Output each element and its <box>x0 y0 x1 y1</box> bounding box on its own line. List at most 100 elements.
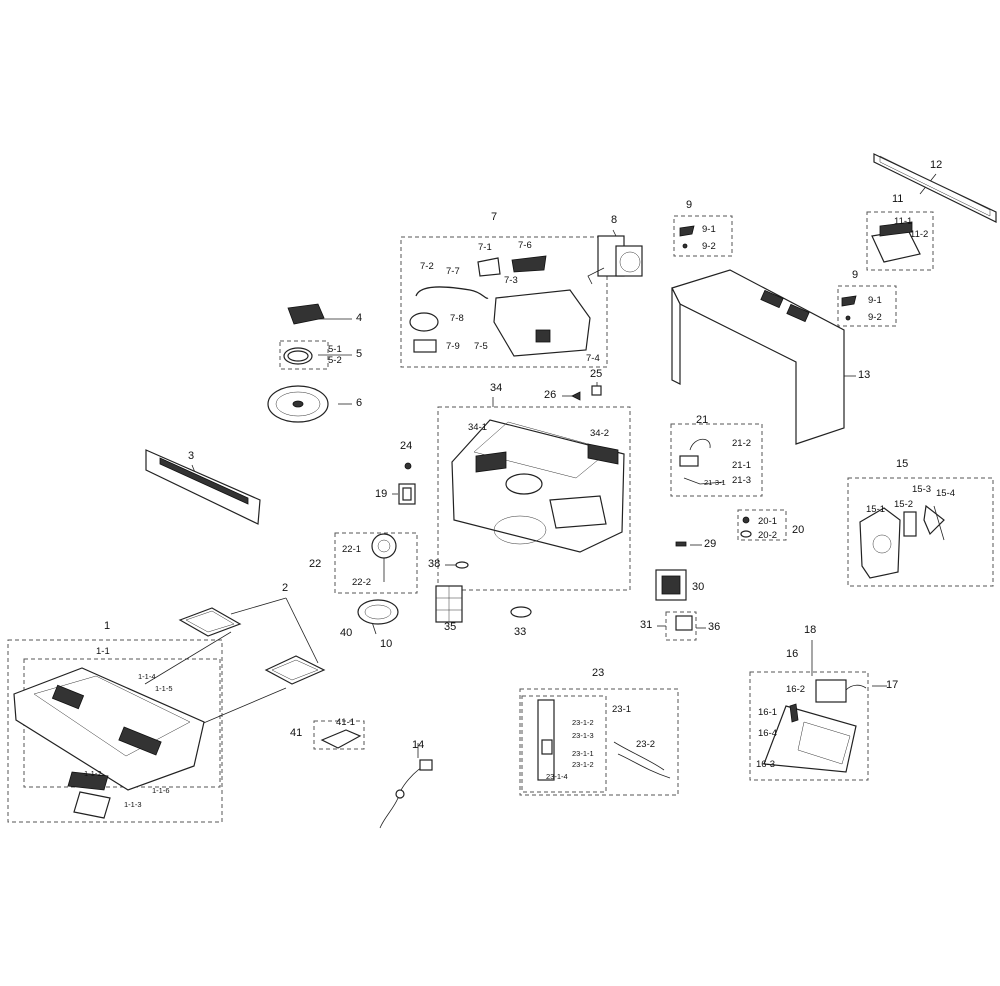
callout-7-4: 7-4 <box>586 353 600 364</box>
vent-duct-assembly <box>409 255 591 357</box>
callout-1: 1 <box>104 620 111 632</box>
callout-22-1: 22-1 <box>342 544 362 555</box>
callout-41-1: 41-1 <box>336 717 356 728</box>
callout-6: 6 <box>356 397 363 409</box>
callout-5: 5 <box>356 348 363 360</box>
callout-7-3: 7-3 <box>504 275 518 286</box>
callout-21: 21 <box>696 414 709 426</box>
callout-16-4: 16-4 <box>758 728 778 739</box>
callout-15-4: 15-4 <box>936 488 956 499</box>
callout-10: 10 <box>380 638 393 650</box>
door-switch-assembly <box>537 699 671 781</box>
callout-22: 22 <box>309 558 322 570</box>
callout-1-1-3: 1-1-3 <box>124 800 142 809</box>
filter-panels <box>178 607 326 685</box>
stirrer-assembly <box>357 533 399 625</box>
switch-pieces <box>679 225 857 321</box>
callout-13: 13 <box>858 369 871 381</box>
leader-lines <box>144 173 937 758</box>
small-parts <box>398 385 602 623</box>
callout-17: 17 <box>886 679 899 691</box>
callout-7-1: 7-1 <box>478 242 492 253</box>
callout-1-1-4: 1-1-4 <box>138 672 156 681</box>
callout-26: 26 <box>544 389 557 401</box>
callout-34-1: 34-1 <box>468 422 488 433</box>
callout-12: 12 <box>930 159 943 171</box>
callout-11: 11 <box>892 193 904 205</box>
door-strip <box>145 449 261 525</box>
callout-14: 14 <box>412 739 425 751</box>
power-cord <box>379 759 433 829</box>
callout-15-1: 15-1 <box>866 504 886 515</box>
callout-15-3: 15-3 <box>912 484 932 495</box>
callout-3: 3 <box>188 450 195 462</box>
callout-20: 20 <box>792 524 805 536</box>
callout-21-3: 21-3 <box>732 475 752 486</box>
callout-23-1-2b: 23-1-2 <box>572 760 594 769</box>
control-board-parts <box>763 679 867 773</box>
callout-4: 4 <box>356 312 363 324</box>
callout-16: 16 <box>786 648 799 660</box>
callout-15: 15 <box>896 458 909 470</box>
callout-8: 8 <box>611 214 618 226</box>
callout-34-2: 34-2 <box>590 428 610 439</box>
callout-11-2: 11-2 <box>910 229 929 240</box>
cavity-frame <box>451 419 625 553</box>
callout-9b: 9 <box>852 269 859 281</box>
callout-20-2: 20-2 <box>758 530 778 541</box>
callout-21-2: 21-2 <box>732 438 752 449</box>
callout-16-2: 16-2 <box>786 684 806 695</box>
callout-40: 40 <box>340 627 353 639</box>
callout-29: 29 <box>704 538 717 550</box>
callout-23-1-3: 23-1-3 <box>572 731 594 740</box>
callout-7: 7 <box>491 211 498 223</box>
transformer-parts <box>655 569 693 631</box>
callout-7-9: 7-9 <box>446 341 460 352</box>
top-cover-parts <box>671 153 997 445</box>
callout-11-1: 11-1 <box>894 216 913 227</box>
callout-41: 41 <box>290 727 303 739</box>
fan-motor-assembly <box>859 504 945 579</box>
callout-23-1: 23-1 <box>612 704 632 715</box>
callout-7-7: 7-7 <box>446 266 460 277</box>
callout-23-1-2: 23-1-2 <box>572 718 594 727</box>
capacitor-parts <box>675 438 752 547</box>
callout-25: 25 <box>590 368 603 380</box>
callout-1-1-6: 1-1-6 <box>152 786 170 795</box>
callout-5-2: 5-2 <box>328 355 342 366</box>
callout-9-1b: 9-1 <box>868 295 882 306</box>
group-boxes <box>7 211 994 823</box>
callout-16-3: 16-3 <box>756 759 776 770</box>
callout-34: 34 <box>490 382 503 394</box>
callout-9-2b: 9-2 <box>868 312 882 323</box>
callout-1-1: 1-1 <box>96 646 110 657</box>
mounting-plate <box>320 729 362 749</box>
callout-30: 30 <box>692 581 705 593</box>
callout-31: 31 <box>640 619 653 631</box>
callout-7-5: 7-5 <box>474 341 488 352</box>
callout-2: 2 <box>282 582 289 594</box>
callout-15-2: 15-2 <box>894 499 914 510</box>
callout-18: 18 <box>804 624 817 636</box>
callout-9a: 9 <box>686 199 693 211</box>
callout-24: 24 <box>400 440 413 452</box>
callout-5-1: 5-1 <box>328 344 342 355</box>
callout-35: 35 <box>444 621 457 633</box>
callout-23: 23 <box>592 667 605 679</box>
bottom-plate <box>13 667 205 819</box>
callout-38: 38 <box>428 558 441 570</box>
callout-21-1: 21-1 <box>732 460 752 471</box>
grease-filter-stack <box>267 303 329 423</box>
callout-21-3-1: 21-3-1 <box>704 478 726 487</box>
callout-7-2: 7-2 <box>420 261 434 272</box>
callout-9-1a: 9-1 <box>702 224 716 235</box>
callout-1-1-5: 1-1-5 <box>155 684 173 693</box>
callout-1-1-2: 1-1-2 <box>84 769 102 778</box>
callout-33: 33 <box>514 626 527 638</box>
fan-motor <box>587 235 643 285</box>
callout-7-6: 7-6 <box>518 240 532 251</box>
callout-22-2: 22-2 <box>352 577 372 588</box>
callout-7-8: 7-8 <box>450 313 464 324</box>
callout-9-2a: 9-2 <box>702 241 716 252</box>
